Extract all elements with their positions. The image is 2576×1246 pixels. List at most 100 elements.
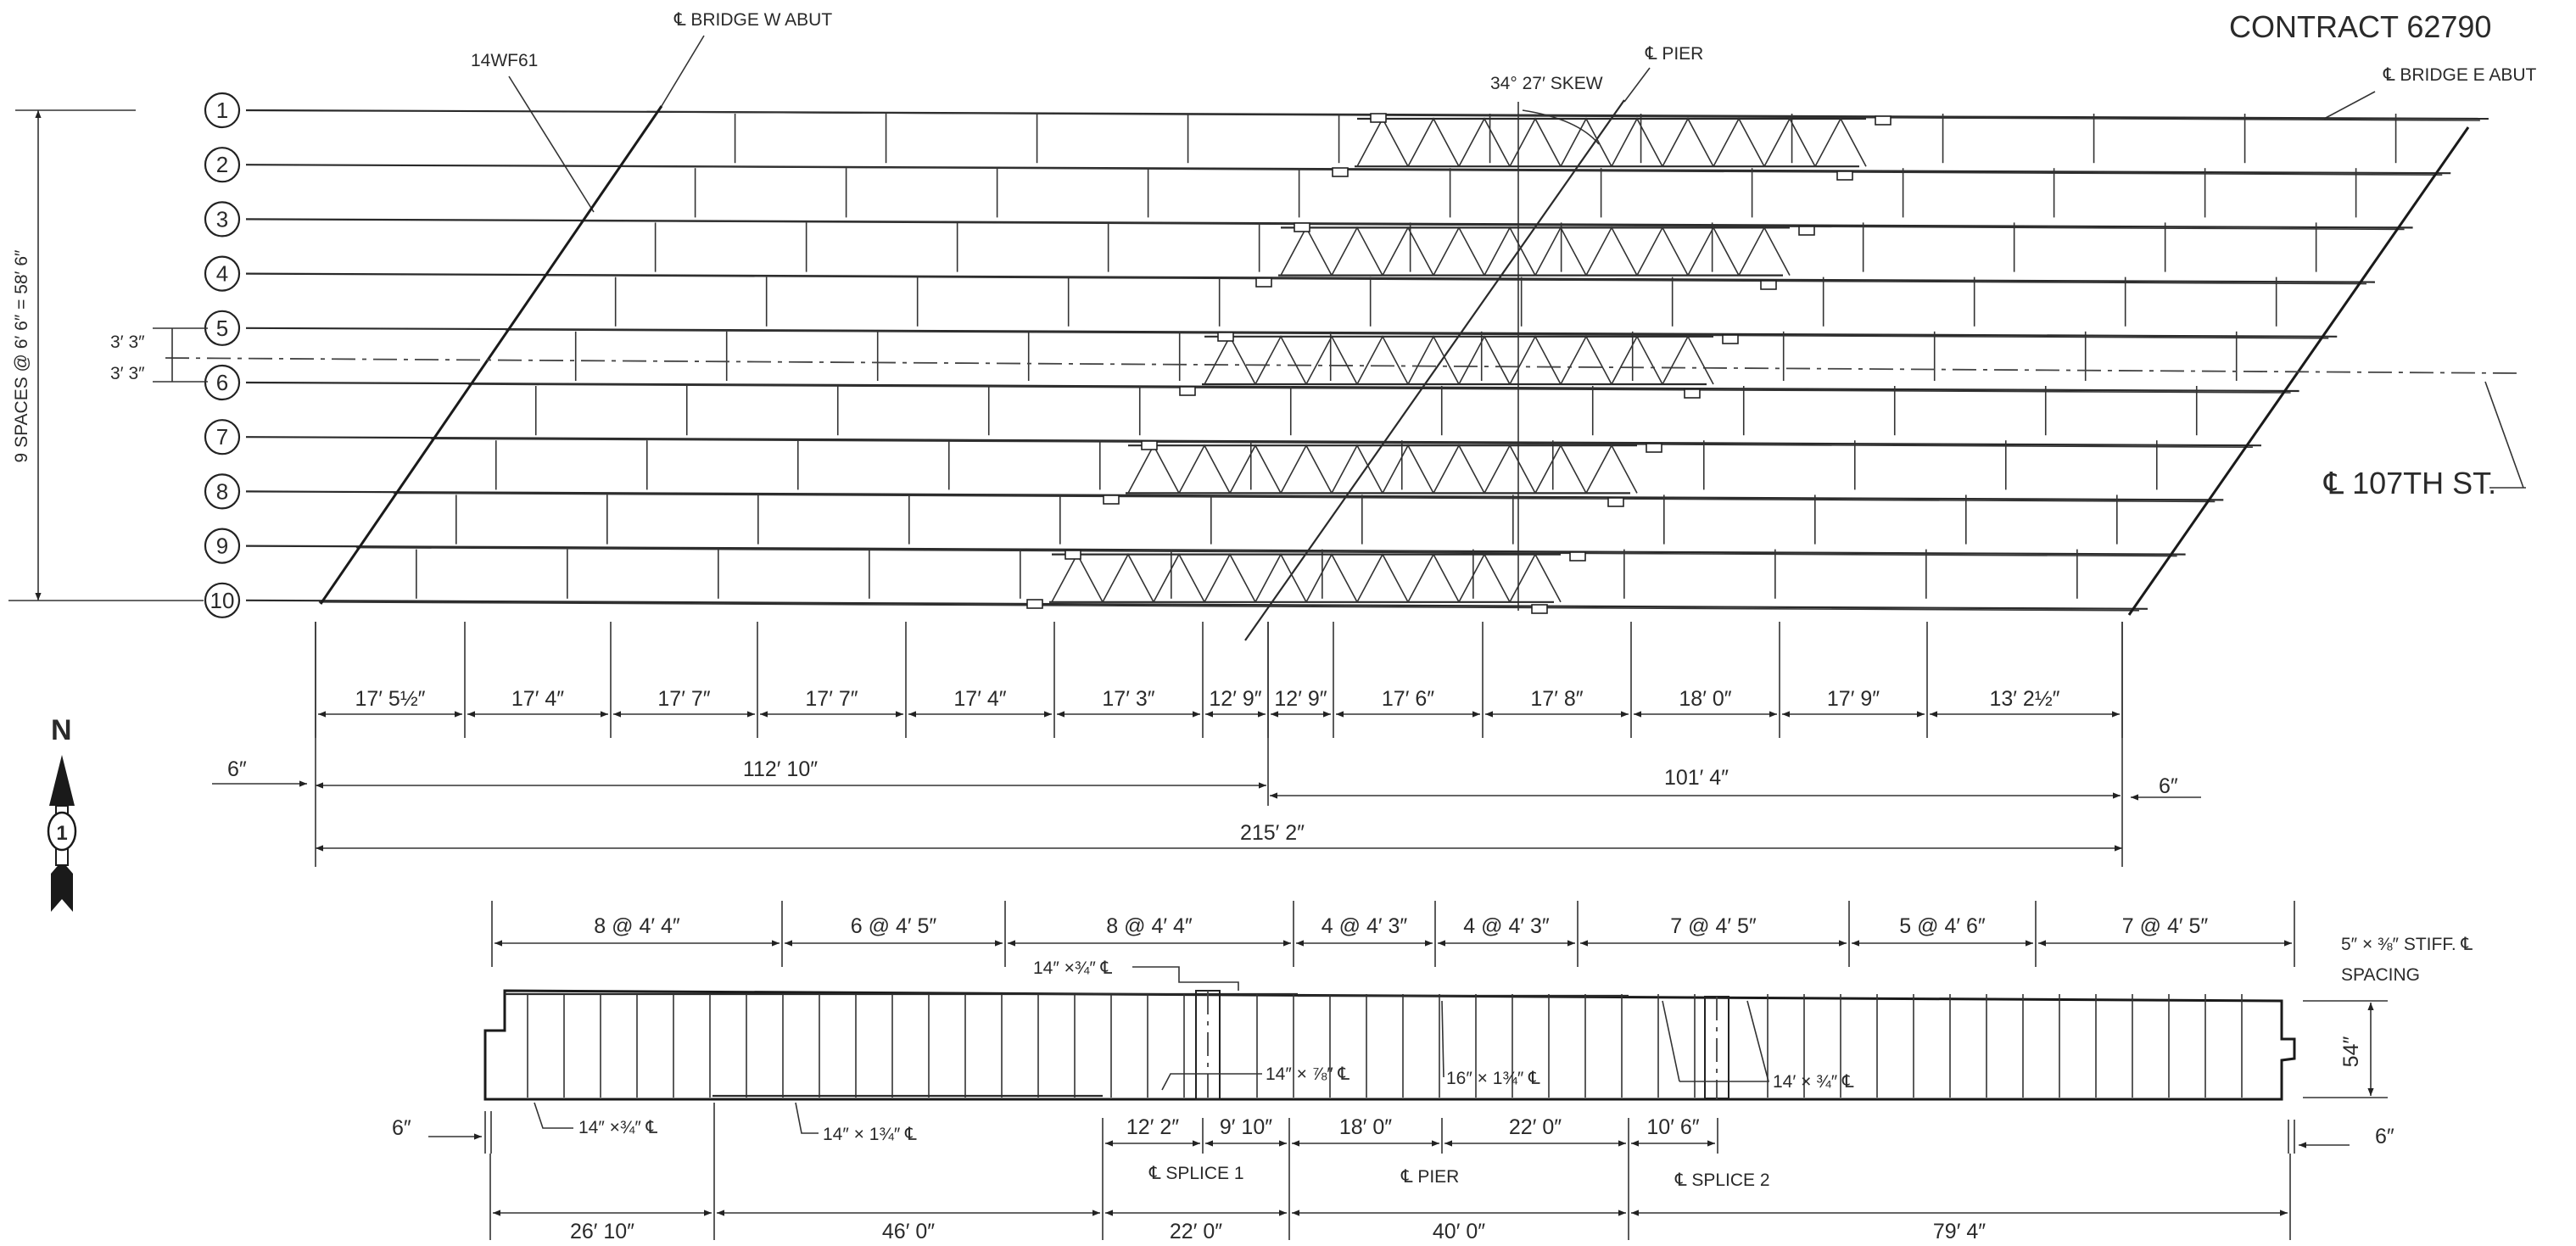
girder-line [245,218,2413,229]
east-end-offset: 6″ [2159,774,2178,798]
cross-frame-member [1458,335,1511,385]
girder-segment-dims: 26′ 10″46′ 0″22′ 0″40′ 0″79′ 4″ [489,1103,2291,1243]
girder-line [245,599,2148,610]
stiffener-spacing-label: 8 @ 4′ 4″ [1106,914,1193,938]
cross-frame-member [1458,552,1511,603]
cross-frame-member [1560,335,1612,385]
elevation-west-end-offset: 6″ [392,1116,411,1140]
field-splice-marks [1026,113,1891,614]
girder-line [245,545,2186,556]
girder-depth-label: 54″ [2339,1036,2363,1068]
cross-frame-member [1687,226,1740,276]
cross-frame-member [1509,335,1562,385]
splice-flange-plate-label: 14″ × ⅞″ ℄ [1266,1064,1350,1084]
span-segment-label: 17′ 7″ [657,687,710,711]
west-abutment-label: ℄ BRIDGE W ABUT [673,10,832,30]
stiffener-spacing-dims: 8 @ 4′ 4″6 @ 4′ 5″8 @ 4′ 4″4 @ 4′ 3″4 @ … [491,901,2295,967]
skew-arc [1522,109,1600,145]
cross-frame-member [1280,444,1333,494]
north-letter: N [51,714,72,746]
cross-frame-member [1127,444,1180,494]
field-splice-mark [1684,388,1701,399]
girder-number: 1 [216,98,228,123]
cross-frame-member [1484,444,1536,494]
span-segment-label: 13′ 2½″ [1989,687,2059,711]
west-abutment-line [319,105,663,605]
cross-frame-member [1153,552,1205,603]
elevation-pier-label: ℄ PIER [1400,1167,1459,1187]
girder-line [245,327,2338,338]
field-splice-mark [1875,115,1891,126]
cross-frame-member [1331,226,1383,276]
stiffener-spacing-label: 7 @ 4′ 5″ [2122,914,2209,938]
east-abutment-label: ℄ BRIDGE E ABUT [2383,65,2537,85]
field-splice-mark [1798,226,1815,236]
girder-number: 10 [210,588,235,613]
cross-frame-member [1331,444,1383,494]
cross-frame-member [1356,335,1409,385]
cross-frame-member [1204,335,1256,385]
overall-length-label: 215′ 2″ [1240,821,1305,845]
cross-frame-member [1382,226,1434,276]
cross-frame-member [1662,117,1714,167]
girder-lines [245,109,2489,612]
splice-1-label: ℄ SPLICE 1 [1148,1164,1244,1183]
street-leader [2484,381,2524,489]
girder-bubble: 5 [204,310,241,346]
girder-elevation: 8 @ 4′ 4″6 @ 4′ 5″8 @ 4′ 4″4 @ 4′ 3″4 @ … [392,901,2473,1243]
pier-flange-plate-label: 16″ × 1¾″ ℄ [1446,1069,1540,1088]
stiffener-spacing-label: 6 @ 4′ 5″ [851,914,937,938]
north-arrow-icon: N 1 [47,714,77,912]
west-bottom-flange-label: 14″ ×¾″ ℄ [578,1118,658,1137]
girder-spacing-label: 9 SPACES @ 6′ 6″ = 58′ 6″ [12,249,31,462]
stiffener-spacing-word: SPACING [2341,965,2420,985]
girder-size-label: 14WF61 [471,51,538,70]
girder-flange-line [542,274,2366,285]
field-splice-mark [1332,167,1349,177]
girder-line [245,436,2261,447]
field-splice-mark [1141,440,1158,450]
stiffener-spacing-label: 7 @ 4′ 5″ [1670,914,1757,938]
route-badge-number: 1 [56,822,67,845]
field-splice-mark [1026,599,1043,609]
field-splice-mark [1064,550,1081,560]
field-splice-mark [1103,494,1120,505]
half-spacing-south: 3′ 3″ [110,364,145,383]
contract-number: CONTRACT 62790 [2229,9,2491,44]
stiffener-spacing-label: 8 @ 4′ 4″ [594,914,680,938]
cross-frame-member [1178,444,1231,494]
cross-frame-member [1254,335,1307,385]
splice-location-label: 12′ 2″ [1126,1115,1179,1139]
cross-frame-member [1254,552,1307,603]
field-splice-mark [1760,280,1777,290]
splice-2-label: ℄ SPLICE 2 [1674,1171,1770,1190]
stiffener-spacing-label: 4 @ 4′ 3″ [1463,914,1550,938]
girder-number: 2 [216,152,228,177]
splice-location-label: 9′ 10″ [1220,1115,1272,1139]
cross-frame-member [1484,226,1536,276]
cross-frame-member [1382,444,1434,494]
cross-frame-member [1407,117,1460,167]
cross-frame-member [1305,552,1358,603]
girder-number: 7 [216,424,228,450]
splice-location-dims: 12′ 2″9′ 10″18′ 0″22′ 0″10′ 6″ [1102,1115,1718,1154]
girder-bubble: 3 [204,201,241,237]
girder-bubble: 8 [204,473,241,510]
girder-bubble: 2 [204,147,241,183]
girder-segment-label: 22′ 0″ [1170,1220,1222,1243]
field-splice-mark [1370,113,1387,123]
girder-flange-line [318,601,2139,612]
girder-bubble: 7 [204,419,241,455]
girder-flange-line [430,438,2253,449]
field-splice-mark [1217,332,1234,342]
field-splice-mark [1569,551,1586,562]
field-splice-mark [1646,443,1662,453]
pier-leader [1623,67,1651,103]
street-centerline [165,357,2520,374]
span-segment-label: 17′ 7″ [805,687,858,711]
girder-line [245,381,2299,393]
cross-frame-member [1407,552,1460,603]
pier-label: ℄ PIER [1645,44,1703,64]
field-splice-mark [1294,222,1310,232]
bottom-flange-plate-label: 14″ × 1¾″ ℄ [823,1125,917,1144]
